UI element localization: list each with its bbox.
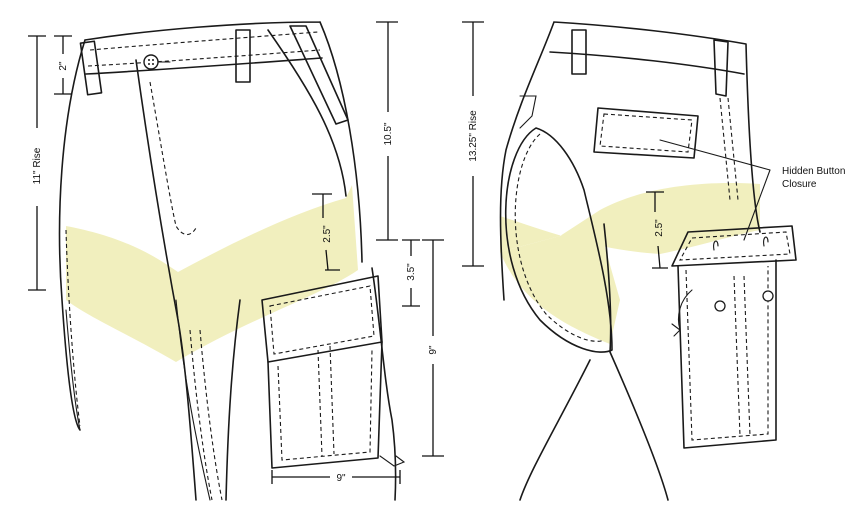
back-seat-stitch [514,133,605,342]
back-rise-dimension: 13.25" Rise [462,21,484,267]
back-seat-curve [504,127,613,353]
front-rise-label: 11" Rise [32,147,43,184]
back-pocket-button-icon [762,290,774,302]
front-rise-dimension: 11" Rise [28,35,46,291]
front-waistband-dimension: 2" [54,35,72,95]
front-belt-loop-left [79,40,103,96]
front-zone-dimension: 2.5" [312,193,340,271]
front-pocket-height-label: 9" [428,345,439,355]
back-pants-outline [499,21,761,501]
back-drawcord [671,289,693,337]
front-pocket-height-dimension: 9" [422,239,444,457]
front-fly-dimension: 10.5" [376,21,398,241]
back-flap-button-icon [714,300,726,312]
front-flap-label: 3.5" [406,263,417,281]
front-highlight-zone [66,185,358,362]
front-fly-label: 10.5" [383,122,394,145]
front-view: 11" Rise 2" 10.5" 2.5" 3.5" 9" [28,21,444,501]
back-welt-pocket [593,107,699,159]
front-flap-dimension: 3.5" [402,239,420,307]
back-zone-dimension: 2.5" [646,191,668,269]
front-pocket-width-dimension: 9" [271,470,401,484]
front-zone-label: 2.5" [322,225,333,243]
front-leg-inner [65,299,211,501]
back-view: 13.25" Rise 2.5" Hidden Button Closure [462,21,845,501]
front-cargo-pocket [261,275,406,469]
callout-label-line1: Hidden Button [782,166,845,177]
front-topstitch [65,31,321,501]
front-waistband-label: 2" [58,61,69,71]
front-side-pocket [267,29,347,197]
callout-label-line2: Closure [782,179,817,190]
front-pants-outline [58,21,397,501]
back-cargo-pocket [671,225,797,449]
back-belt-loop-center [571,29,587,75]
back-belt-loop-right [713,39,729,97]
back-rise-label: 13.25" Rise [468,110,479,162]
back-zone-label: 2.5" [654,219,665,237]
hidden-button-callout: Hidden Button Closure [659,139,845,241]
front-belt-loop-center [235,29,251,83]
front-pocket-width-label: 9" [336,473,346,484]
front-belt-loop-right [289,25,349,125]
front-waist-button-icon [143,54,159,70]
